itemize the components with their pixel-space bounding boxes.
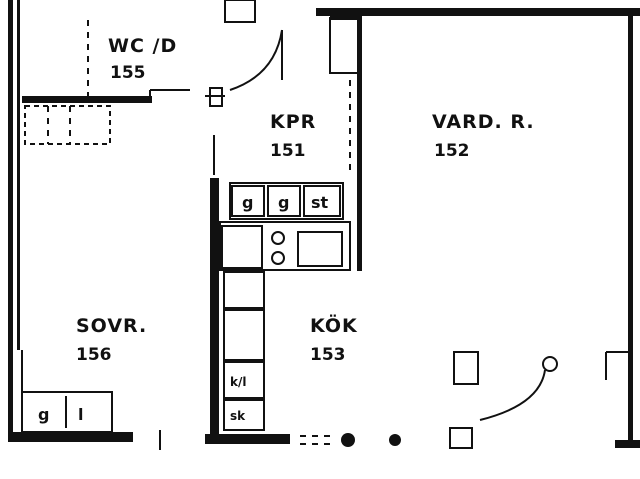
room-label-sovr: SOVR. 156 <box>76 315 147 365</box>
cabinet-labels: g g st g l k/l sk <box>38 193 329 424</box>
room-label-kok: KÖK 153 <box>310 313 358 365</box>
room-number-sovr: 156 <box>76 345 112 365</box>
room-name-vard: VARD. R. <box>432 111 535 133</box>
cabinet-hall-2: g <box>278 193 289 212</box>
cabinet-bed-2: l <box>78 405 83 424</box>
room-name-sovr: SOVR. <box>76 315 147 337</box>
room-name-wc: WC /D <box>108 35 177 57</box>
room-label-kpr: KPR 151 <box>270 111 316 161</box>
cabinet-bed-1: g <box>38 405 49 424</box>
room-name-kok: KÖK <box>310 313 358 337</box>
cabinet-kitchen-2: sk <box>230 409 246 423</box>
room-number-kpr: 151 <box>270 141 306 161</box>
room-number-kok: 153 <box>310 345 346 365</box>
cabinet-hall-1: g <box>242 193 253 212</box>
walls <box>8 0 640 448</box>
room-label-wc: WC /D 155 <box>108 35 177 83</box>
cabinet-kitchen-1: k/l <box>230 375 246 389</box>
interior-lines <box>21 0 630 450</box>
cabinet-hall-3: st <box>311 193 329 212</box>
room-name-kpr: KPR <box>270 111 316 133</box>
room-number-vard: 152 <box>434 141 470 161</box>
room-number-wc: 155 <box>110 63 146 83</box>
room-label-vard: VARD. R. 152 <box>432 111 535 161</box>
